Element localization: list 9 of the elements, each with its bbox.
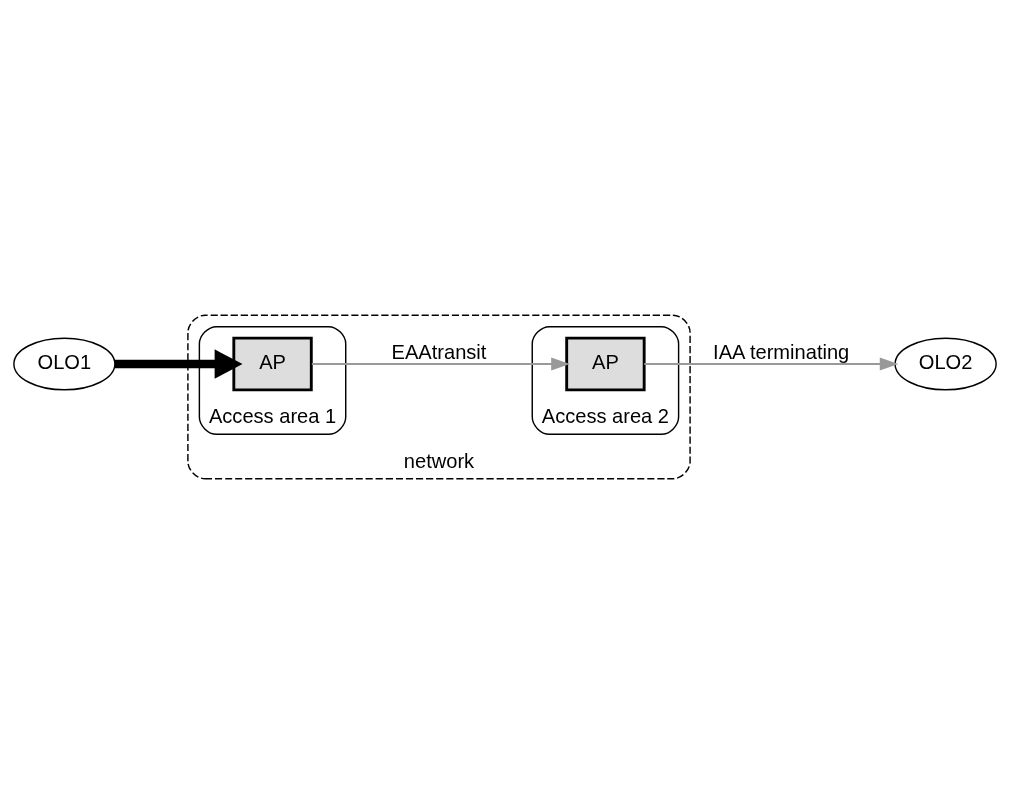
node-ellipse: OLO2 xyxy=(894,336,997,391)
node-box: AP xyxy=(565,336,646,391)
node-ellipse: OLO1 xyxy=(13,336,116,391)
edge-label: IAA terminating xyxy=(713,340,850,363)
arrow xyxy=(644,356,899,371)
arrow xyxy=(115,348,243,379)
edge-label: EAAtransit xyxy=(391,340,487,363)
node-box: AP xyxy=(232,336,313,391)
arrow xyxy=(311,356,570,371)
